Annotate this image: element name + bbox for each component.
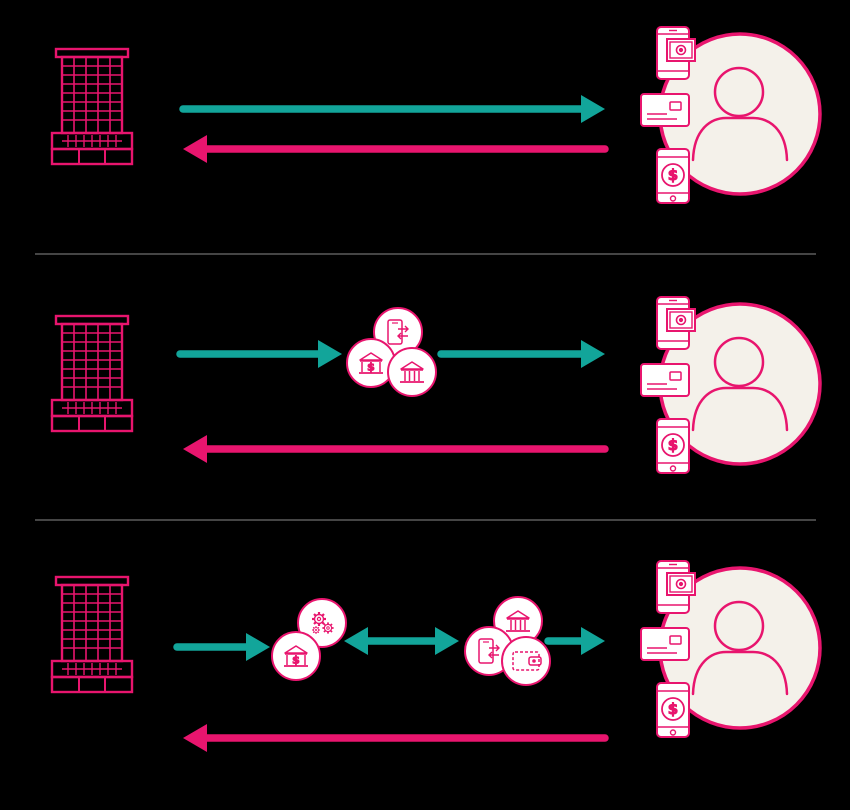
person-body-icon (691, 116, 789, 162)
dollar-sign-label: $ (668, 700, 678, 718)
wallet-icon (501, 636, 551, 686)
return-arrow (183, 724, 609, 752)
person-head-icon (713, 66, 765, 118)
office-building-icon (50, 47, 134, 166)
forward-arrow (544, 627, 605, 655)
credit-card-icon (640, 627, 690, 661)
forward-arrow (173, 633, 270, 661)
gears-icon (297, 598, 347, 648)
dollar-sign-label: $ (292, 654, 300, 667)
wallet-cluster (464, 596, 551, 686)
forward-arrow (437, 340, 605, 368)
office-building-icon (50, 575, 134, 694)
dollar-sign-label: $ (668, 166, 678, 184)
bank-icon (387, 347, 437, 397)
forward-arrow (179, 95, 605, 123)
phone-dollar-icon: $ (656, 148, 690, 204)
credit-card-icon (640, 93, 690, 127)
phone-camera-icon (656, 26, 696, 80)
bank-dollar-icon: $ (346, 338, 396, 388)
return-arrow (183, 435, 609, 463)
person-head-icon (713, 336, 765, 388)
phone-dollar-icon: $ (656, 682, 690, 738)
bank-cluster: $ (346, 307, 437, 397)
flow-row-one-intermediary: $ (346, 307, 437, 397)
bidirectional-arrow (344, 627, 459, 655)
processor-cluster: $ (271, 598, 347, 681)
customer-endpoint: $ (640, 560, 822, 738)
person-body-icon (691, 386, 789, 432)
phone-camera-icon (656, 296, 696, 350)
phone-camera-icon (656, 560, 696, 614)
person-body-icon (691, 650, 789, 696)
forward-arrow (176, 340, 342, 368)
arrow-layer (173, 95, 609, 752)
node-layer: $ $ $ $ $ (50, 26, 822, 738)
flow-row-two-intermediaries: $ (271, 596, 551, 686)
office-building-icon (50, 314, 134, 433)
phone-dollar-icon: $ (656, 418, 690, 474)
return-arrow (183, 135, 609, 163)
credit-card-icon (640, 363, 690, 397)
dollar-sign-label: $ (367, 361, 375, 374)
customer-endpoint: $ (640, 296, 822, 474)
customer-endpoint: $ (640, 26, 822, 204)
dollar-sign-label: $ (668, 436, 678, 454)
person-head-icon (713, 600, 765, 652)
bank-dollar-icon: $ (271, 631, 321, 681)
